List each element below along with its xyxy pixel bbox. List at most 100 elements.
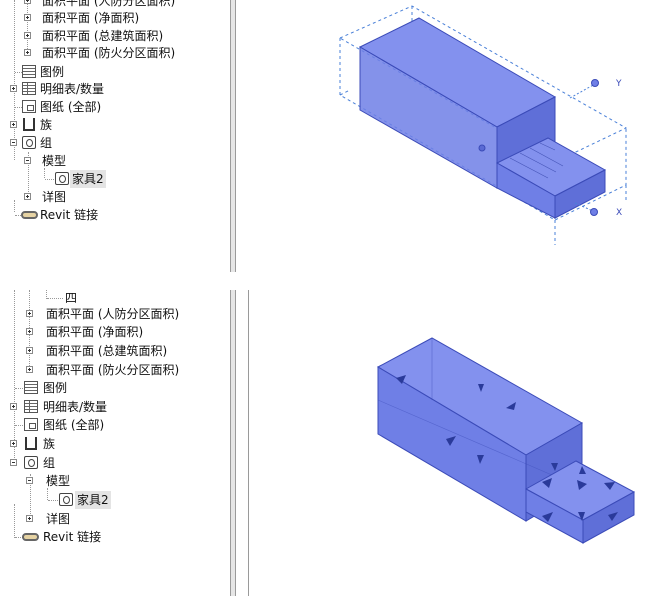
tree-item-revit-links[interactable]: Revit 链接 [0, 206, 232, 224]
tree-item-label: 面积平面 (总建筑面积) [42, 29, 164, 43]
panel-divider [230, 290, 231, 596]
tree-item-schedules[interactable]: 明细表/数量 [0, 398, 232, 416]
expand-toggle[interactable] [24, 49, 31, 56]
tree-item-groups[interactable]: 组 [0, 134, 232, 152]
expand-toggle[interactable] [24, 0, 31, 4]
arrow-icon [446, 436, 456, 446]
tree-item-label: 面积平面 (净面积) [42, 11, 140, 25]
tree-item-detail-groups[interactable]: 详图 [0, 510, 232, 528]
tree-item-model-groups[interactable]: 模型 [0, 472, 232, 490]
3d-view-canvas[interactable] [250, 290, 659, 596]
panel-splitter[interactable] [231, 0, 235, 272]
tree-item-label: Revit 链接 [43, 530, 102, 544]
tree-item-detail-groups[interactable]: 详图 [0, 188, 232, 206]
tree-item-furniture-2[interactable]: 家具2 [0, 491, 232, 509]
collapse-toggle[interactable] [10, 459, 17, 466]
collapse-toggle[interactable] [24, 157, 31, 164]
revit-link-icon [22, 533, 39, 541]
arrow-icon [577, 480, 587, 490]
group-icon [24, 456, 38, 469]
tree-guide-line [46, 290, 47, 299]
tree-item-level-four[interactable]: 四 [0, 290, 232, 307]
tree-item-label: 图例 [43, 381, 68, 395]
3d-view-canvas[interactable]: Y X [240, 0, 659, 272]
arrow-icon [478, 384, 484, 392]
tree-guide-line [44, 168, 45, 178]
expand-toggle[interactable] [26, 310, 33, 317]
tree-item-label: 组 [40, 136, 53, 150]
expand-toggle[interactable] [24, 193, 31, 200]
tree-guide-line [14, 0, 15, 160]
tree-item-label: 族 [40, 118, 53, 132]
tree-item-label: 面积平面 (人防分区面积) [46, 307, 180, 321]
expand-toggle[interactable] [10, 403, 17, 410]
tree-item-sheets[interactable]: 图纸 (全部) [0, 416, 232, 434]
expand-toggle[interactable] [10, 440, 17, 447]
tree-item-area-plan-gross[interactable]: 面积平面 (总建筑面积) [0, 27, 232, 45]
tree-item-legends[interactable]: 图例 [0, 63, 232, 81]
arrow-icon [608, 512, 618, 521]
small-furniture-block [524, 460, 636, 544]
tree-item-area-plan-civil-defense[interactable]: 面积平面 (人防分区面积) [0, 305, 232, 323]
tree-item-area-plan-fire[interactable]: 面积平面 (防火分区面积) [0, 361, 232, 379]
tree-guide-line [14, 290, 15, 462]
tree-item-label: 详图 [42, 190, 67, 204]
tree-guide-line [15, 388, 23, 389]
family-icon [23, 118, 35, 131]
tree-item-label: 面积平面 (人防分区面积) [42, 0, 176, 8]
expand-toggle[interactable] [24, 32, 31, 39]
sheet-icon [22, 100, 36, 113]
tree-item-area-plan-fire[interactable]: 面积平面 (防火分区面积) [0, 44, 232, 62]
tree-item-label: 面积平面 (总建筑面积) [46, 344, 168, 358]
x-axis-gizmo: X [574, 202, 622, 218]
tree-item-schedules[interactable]: 明细表/数量 [0, 80, 232, 98]
panel-splitter[interactable] [231, 290, 235, 596]
x-axis-label: X [616, 208, 622, 218]
collapse-toggle[interactable] [26, 477, 33, 484]
tree-item-area-plan-civil-defense[interactable]: 面积平面 (人防分区面积) [0, 0, 232, 10]
tree-item-groups[interactable]: 组 [0, 454, 232, 472]
arrow-icon [604, 482, 615, 490]
expand-toggle[interactable] [26, 515, 33, 522]
expand-toggle[interactable] [24, 14, 31, 21]
collapse-toggle[interactable] [10, 139, 17, 146]
tree-item-label: 四 [65, 291, 78, 305]
group-instance-icon [55, 172, 69, 185]
tree-guide-line [14, 504, 15, 538]
arrow-icon [477, 455, 484, 464]
tree-item-families[interactable]: 族 [0, 116, 232, 134]
tree-item-label: 图纸 (全部) [43, 418, 105, 432]
tree-item-model-groups[interactable]: 模型 [0, 152, 232, 170]
arrow-icon [396, 375, 406, 384]
family-icon [25, 437, 37, 450]
tree-item-families[interactable]: 族 [0, 435, 232, 453]
schedule-icon [24, 400, 38, 413]
tree-item-label: 组 [43, 456, 56, 470]
tree-item-area-plan-net[interactable]: 面积平面 (净面积) [0, 323, 232, 341]
tree-guide-line [15, 72, 22, 73]
tree-guide-line [48, 500, 58, 501]
tree-item-label: 详图 [46, 512, 71, 526]
tree-item-area-plan-net[interactable]: 面积平面 (净面积) [0, 9, 232, 27]
tree-item-label: 明细表/数量 [43, 400, 108, 414]
expand-toggle[interactable] [10, 121, 17, 128]
tree-guide-line [30, 474, 31, 520]
expand-toggle[interactable] [26, 328, 33, 335]
legend-icon [24, 381, 38, 394]
expand-toggle[interactable] [26, 366, 33, 373]
tree-item-revit-links[interactable]: Revit 链接 [0, 528, 232, 546]
tree-item-area-plan-gross[interactable]: 面积平面 (总建筑面积) [0, 342, 232, 360]
bottom-screenshot-panel: 四 面积平面 (人防分区面积) 面积平面 (净面积) 面积平面 (总建筑面积) … [0, 290, 659, 596]
top-screenshot-panel: 面积平面 (人防分区面积) 面积平面 (净面积) 面积平面 (总建筑面积) 面积… [0, 0, 659, 272]
tree-item-label: 面积平面 (净面积) [46, 325, 144, 339]
expand-toggle[interactable] [10, 85, 17, 92]
tree-item-sheets[interactable]: 图纸 (全部) [0, 98, 232, 116]
tree-item-furniture-2[interactable]: 家具2 [0, 170, 232, 188]
expand-toggle[interactable] [26, 347, 33, 354]
arrow-icon [551, 463, 558, 471]
edit-direction-arrows [396, 375, 618, 522]
panel-divider [230, 0, 231, 272]
tree-item-label: 图例 [40, 65, 65, 79]
tree-item-label: 面积平面 (防火分区面积) [46, 363, 180, 377]
tree-item-legends[interactable]: 图例 [0, 379, 232, 397]
